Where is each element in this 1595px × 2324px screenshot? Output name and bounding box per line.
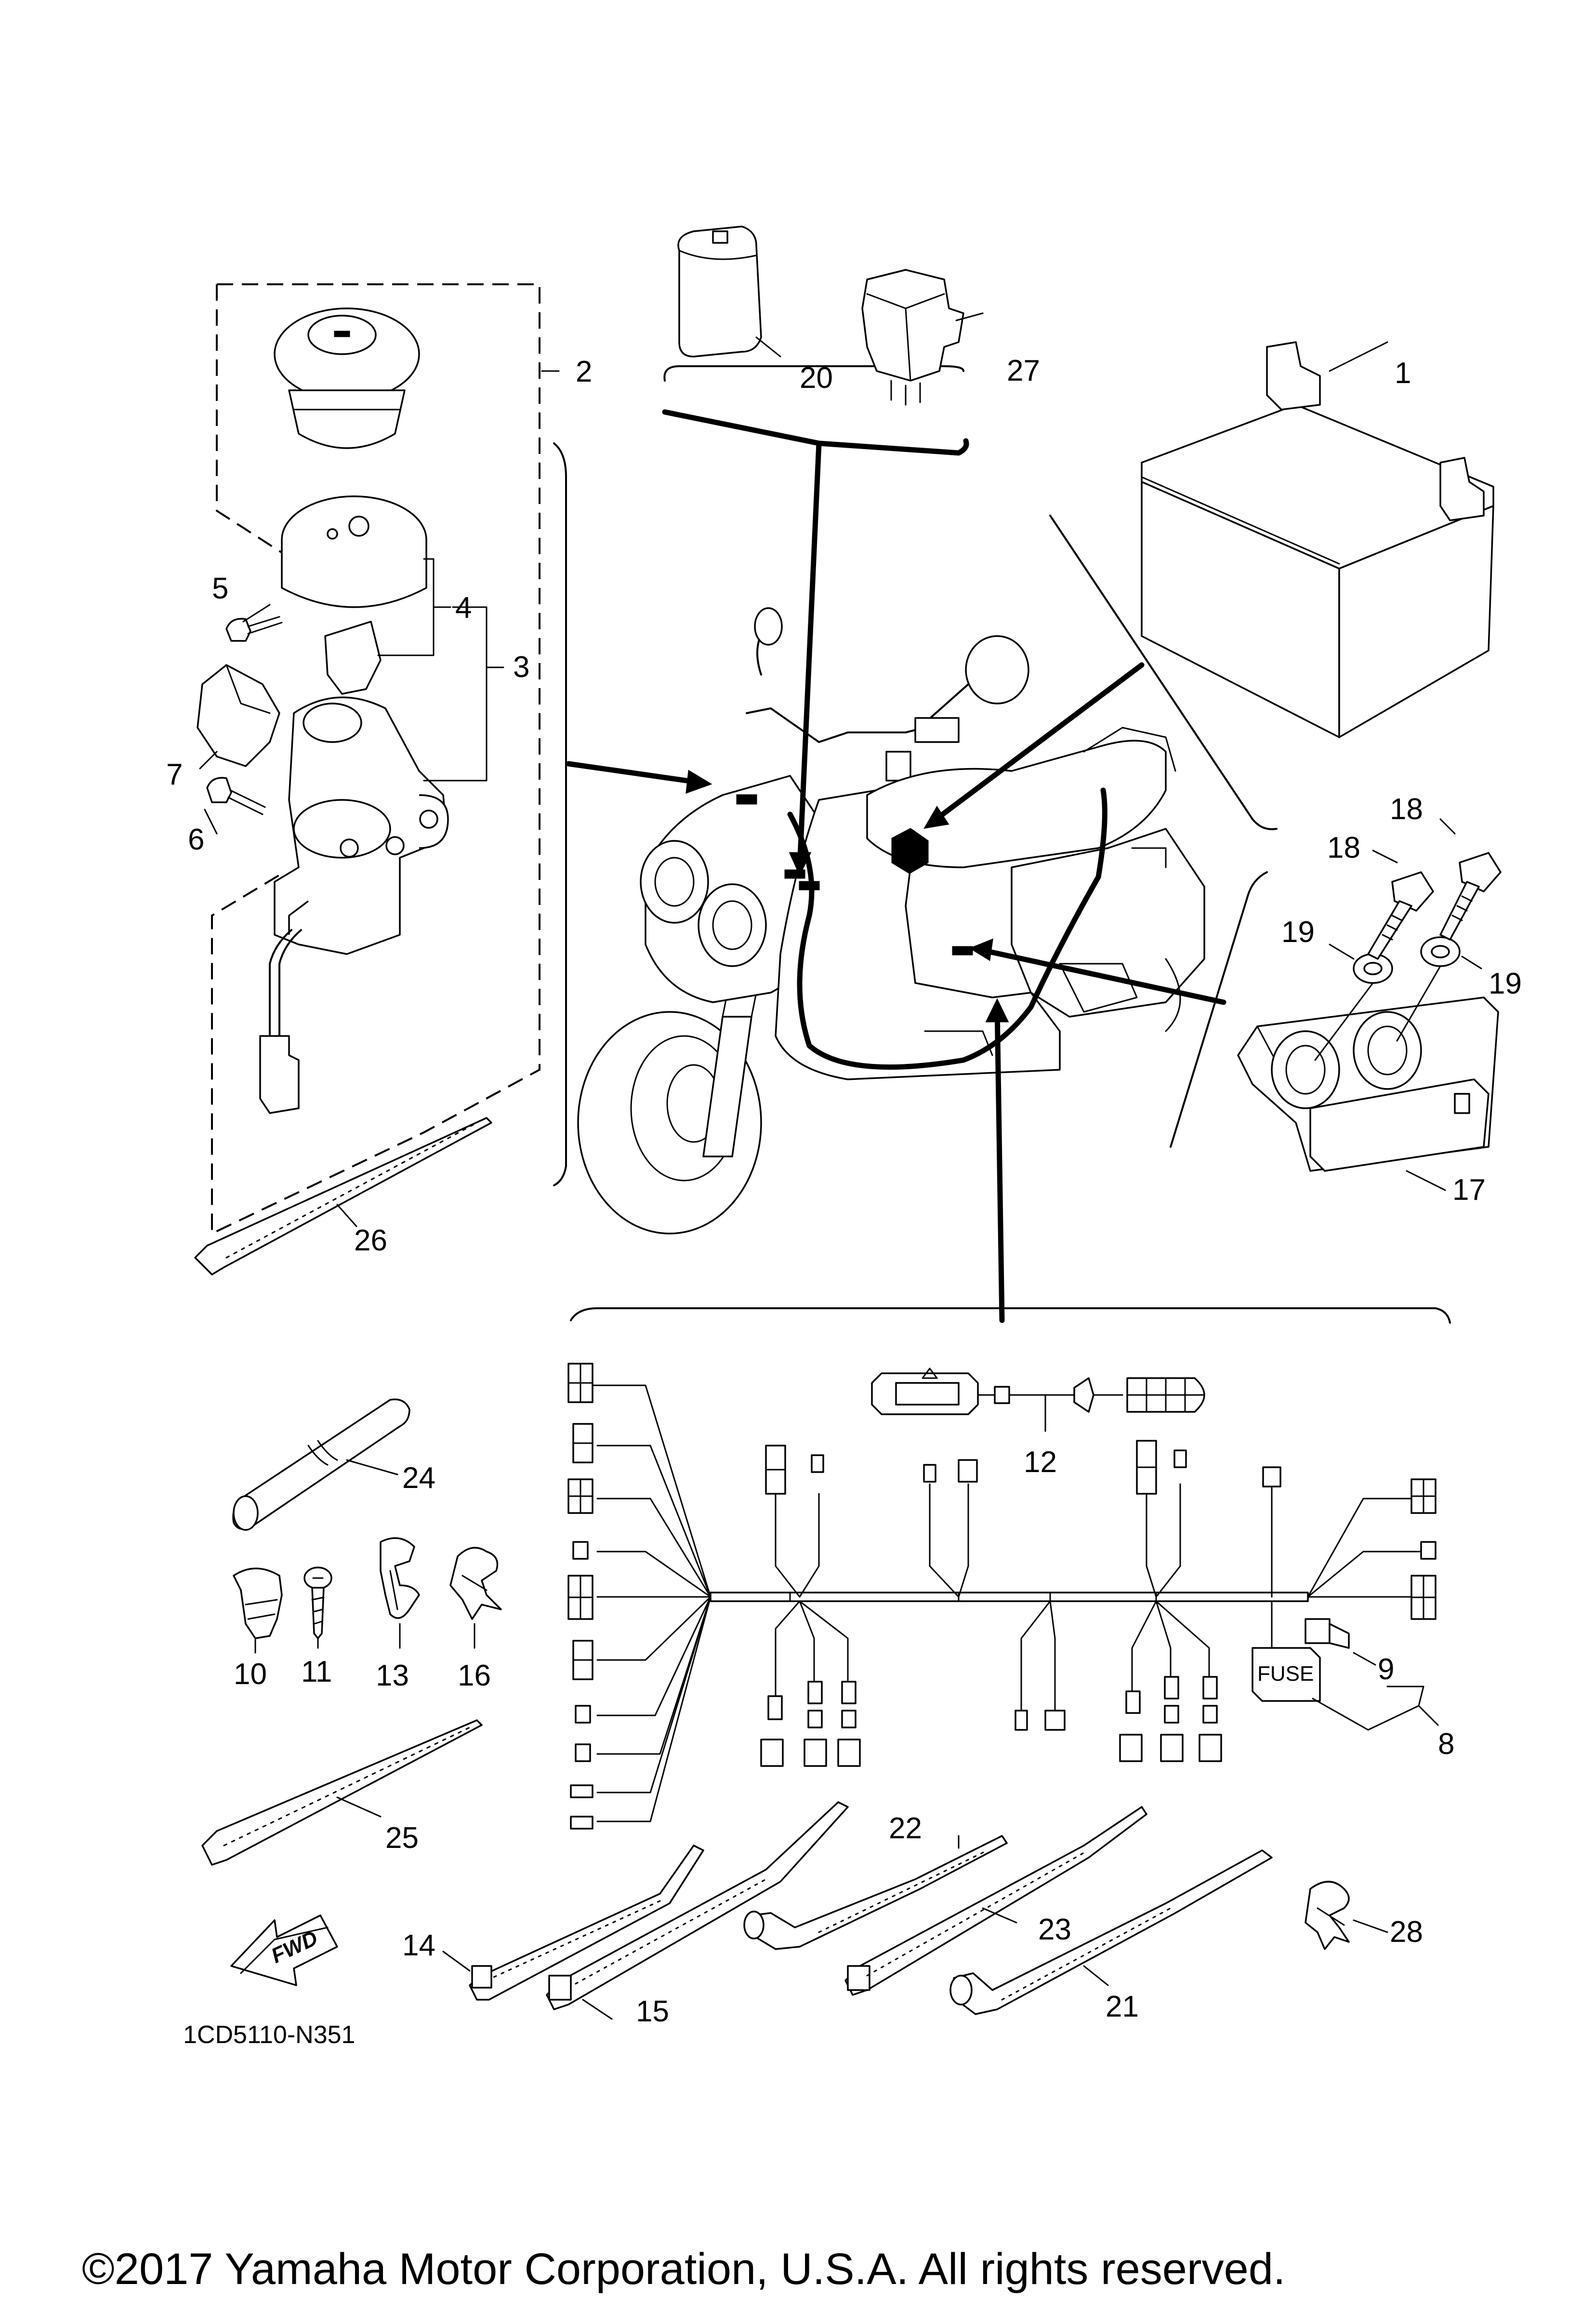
callout-27: 27 [1007,354,1040,387]
callout-arrows [566,440,1226,1323]
cable-ties-bottom: 14 15 22 23 21 28 [402,1801,1423,2028]
callout-21: 21 [1106,1990,1139,2023]
callout-8: 8 [1438,1727,1454,1761]
diagram-code: 1CD5110-N351 [183,2021,355,2049]
callout-25: 25 [385,1821,419,1855]
callout-12: 12 [1024,1446,1057,1479]
mounting-parts: 17 19 19 18 18 [1237,793,1522,1207]
callout-20: 20 [800,361,833,395]
callout-10: 10 [234,1658,267,1691]
callout-24: 24 [402,1461,435,1495]
callout-18a: 18 [1327,831,1360,864]
callout-6: 6 [188,823,204,856]
callout-13: 13 [376,1659,409,1692]
callout-16: 16 [458,1659,491,1692]
callout-7: 7 [166,758,183,791]
callout-4: 4 [455,591,472,624]
callout-28: 28 [1390,1915,1423,1949]
callout-18b: 18 [1390,793,1423,826]
relay-parts: 20 27 [677,226,1040,406]
scooter-illustration [577,607,1205,1235]
callout-26: 26 [354,1224,387,1257]
item-26-cable-tie: 26 [194,1117,492,1275]
callout-23: 23 [1038,1913,1071,1946]
callout-2: 2 [576,355,592,388]
callout-3: 3 [513,651,529,684]
callout-19a: 19 [1281,916,1315,949]
callout-22: 22 [889,1812,922,1845]
fuse-label: FUSE [1257,1662,1314,1686]
callout-11: 11 [301,1655,332,1688]
battery: 1 [1141,341,1494,738]
callout-14: 14 [402,1929,435,1962]
callout-9: 9 [1378,1653,1394,1686]
callout-15: 15 [636,1995,669,2028]
wire-harness: FUSE 9 8 12 [567,1363,1454,1830]
callout-1: 1 [1395,357,1411,390]
copyright-text: ©2017 Yamaha Motor Corporation, U.S.A. A… [82,2244,1285,2294]
callout-19b: 19 [1489,967,1522,1000]
callout-17: 17 [1452,1173,1486,1207]
small-parts: 24 10 11 13 16 25 FWD 1CD5110-N351 [183,1398,502,2049]
bracket-lines [553,365,1451,1324]
callout-5: 5 [212,572,228,605]
ignition-switch-group: 2 [166,283,592,1235]
